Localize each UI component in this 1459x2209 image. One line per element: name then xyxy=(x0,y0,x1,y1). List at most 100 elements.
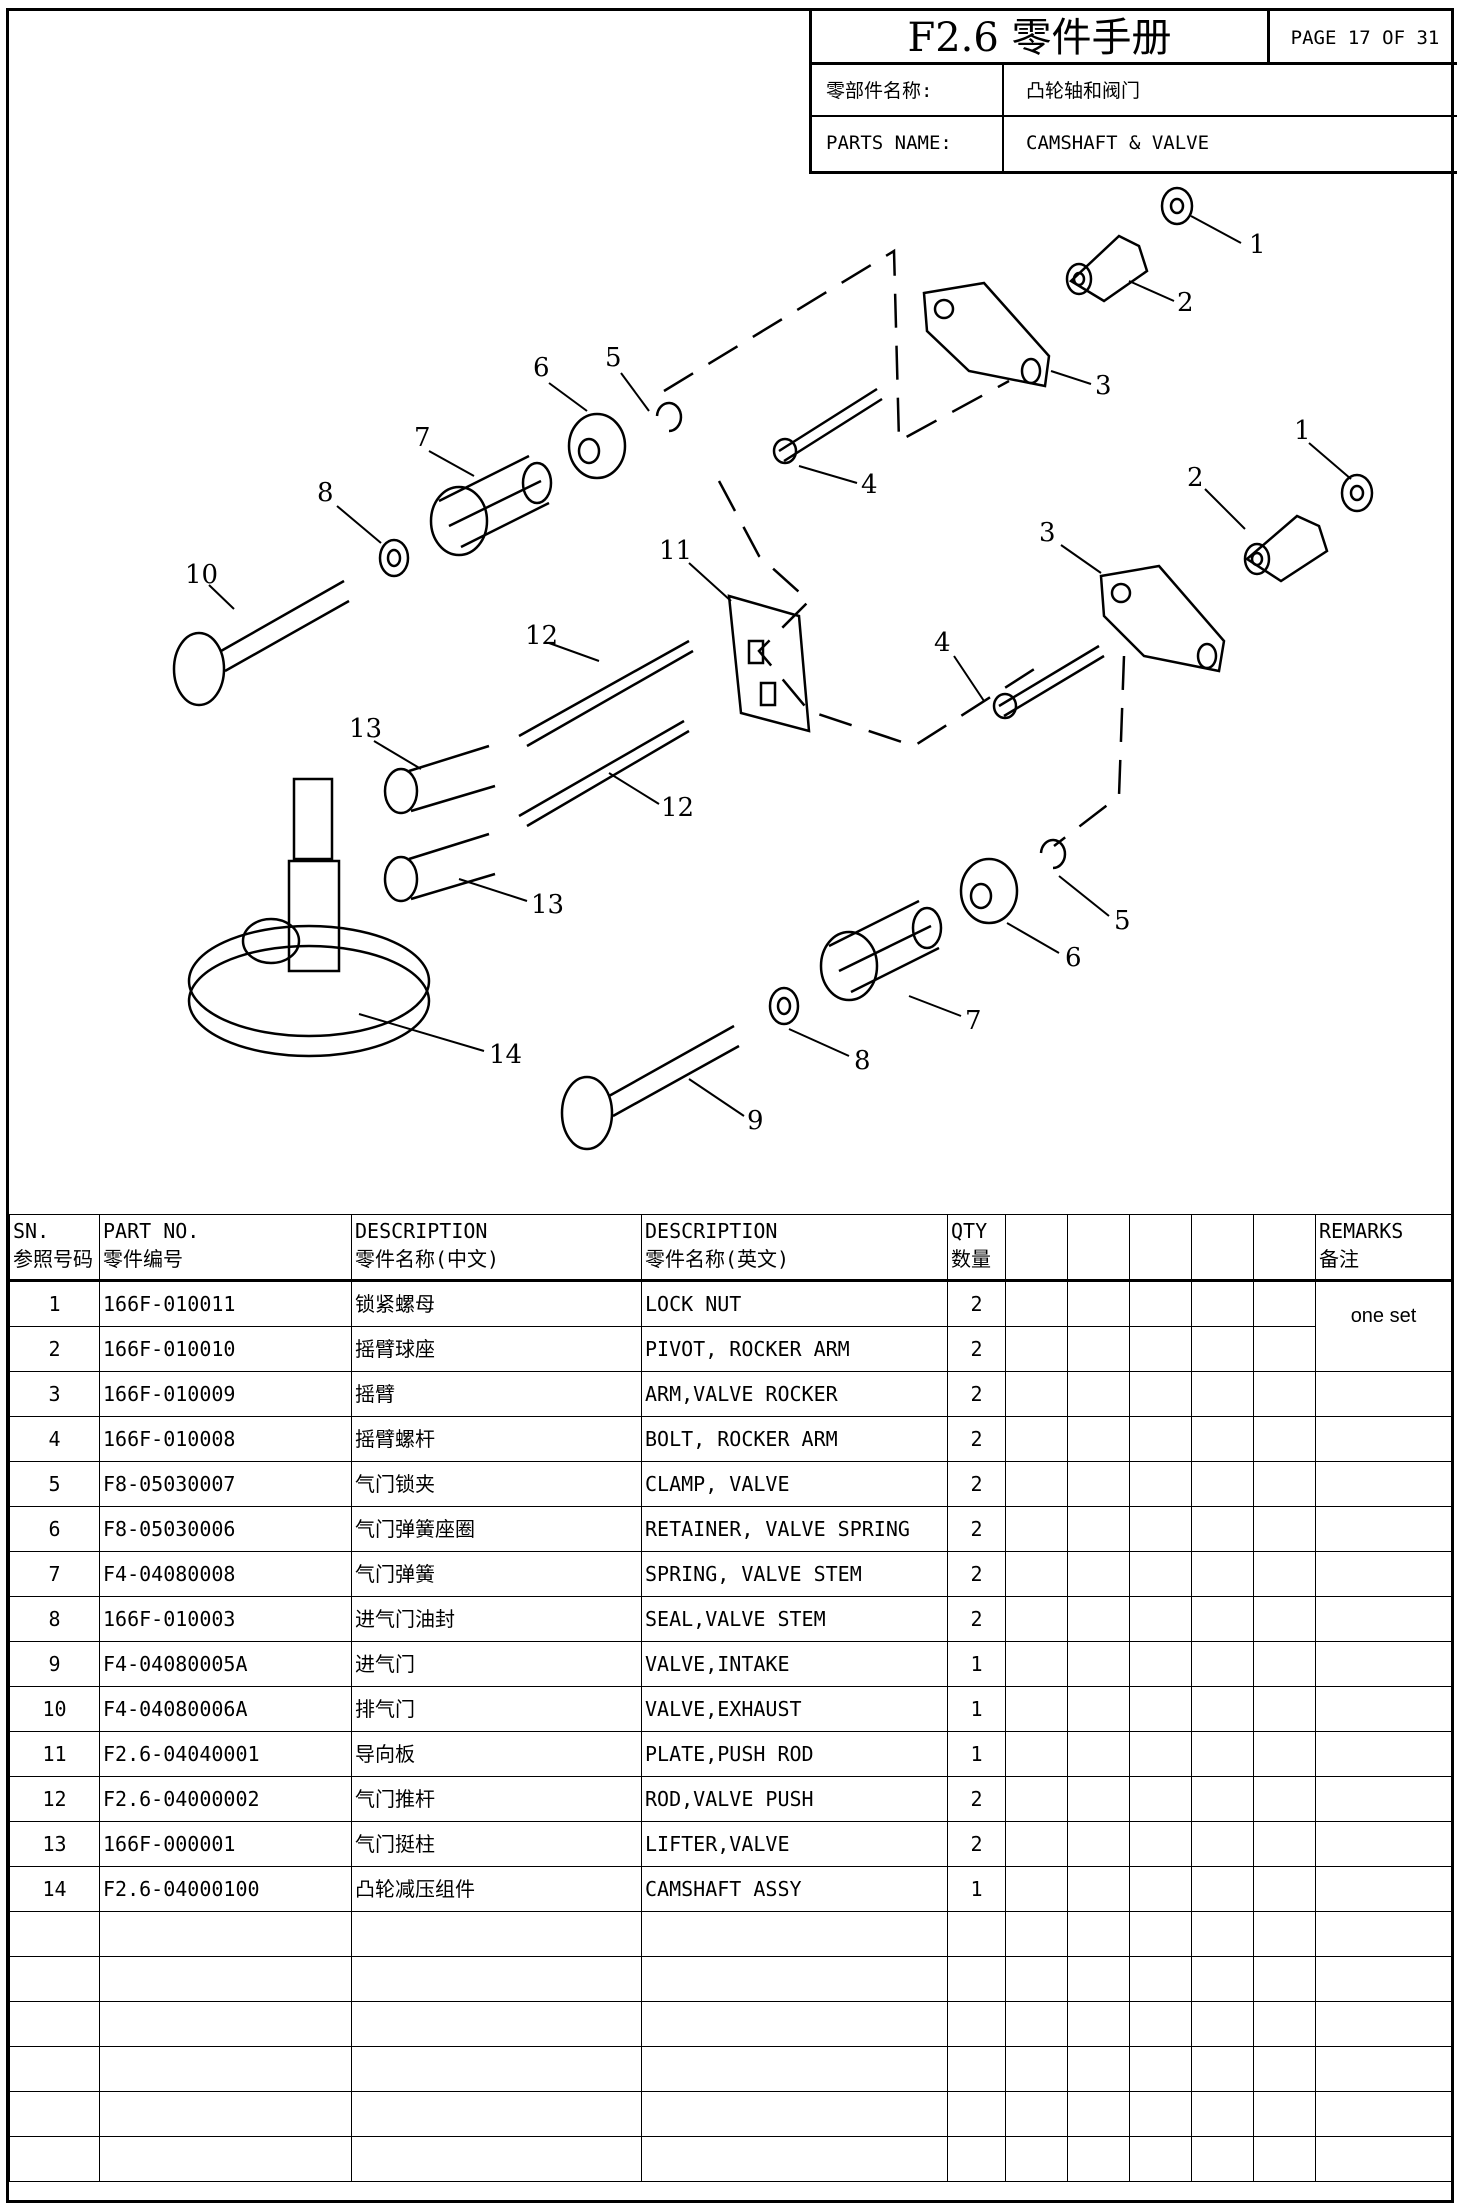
callout-label: 2 xyxy=(1177,288,1194,318)
remarks-cell xyxy=(1315,1461,1452,1507)
sn-cell: 12 xyxy=(9,1776,100,1822)
callout-label: 8 xyxy=(854,1046,871,1076)
desc-cn-cell xyxy=(351,2091,642,2137)
blank-cell xyxy=(1191,1506,1254,1552)
blank-cell xyxy=(1191,1641,1254,1687)
desc-cn-cell xyxy=(351,1911,642,1957)
blank-cell xyxy=(1129,1911,1192,1957)
qty-cell xyxy=(947,2136,1006,2182)
desc-en-cell: CAMSHAFT ASSY xyxy=(641,1866,948,1912)
blank-cell xyxy=(1191,2091,1254,2137)
qty-cell: 2 xyxy=(947,1326,1006,1372)
empty-table-row xyxy=(9,2136,1452,2182)
rocker-bolt-lower xyxy=(992,644,1105,720)
blank-cell xyxy=(1067,2136,1130,2182)
blank-cell xyxy=(1191,1326,1254,1372)
desc-cn-cell: 锁紧螺母 xyxy=(351,1280,642,1327)
qty-cell: 2 xyxy=(947,1776,1006,1822)
blank-cell xyxy=(1067,2091,1130,2137)
blank-cell xyxy=(1067,1416,1130,1462)
qty-cell: 2 xyxy=(947,1280,1006,1327)
blank-cell xyxy=(1129,1506,1192,1552)
qty-cell: 2 xyxy=(947,1416,1006,1462)
part-no-cell xyxy=(99,2001,352,2047)
sn-cell xyxy=(9,2136,100,2182)
header-blank xyxy=(1005,1214,1068,1281)
remarks-cell xyxy=(1315,1866,1452,1912)
header-blank xyxy=(1067,1214,1130,1281)
blank-cell xyxy=(1253,2136,1316,2182)
qty-cell: 1 xyxy=(947,1731,1006,1777)
parts-name-label-cn: 零部件名称: xyxy=(812,65,1004,115)
part-no-cell: F4-04080006A xyxy=(99,1686,352,1732)
desc-en-cell xyxy=(641,1956,948,2002)
callout-label: 7 xyxy=(414,423,431,453)
qty-cell: 1 xyxy=(947,1866,1006,1912)
desc-en-cell: SEAL,VALVE STEM xyxy=(641,1596,948,1642)
rocker-arm-upper xyxy=(922,281,1051,388)
blank-cell xyxy=(1067,1776,1130,1822)
blank-cell xyxy=(1253,2046,1316,2092)
sn-cell: 11 xyxy=(9,1731,100,1777)
empty-table-row xyxy=(9,2046,1452,2092)
part-no-cell: F8-05030006 xyxy=(99,1506,352,1552)
blank-cell xyxy=(1067,1731,1130,1777)
blank-cell xyxy=(1067,1461,1130,1507)
callout-label: 3 xyxy=(1095,371,1112,401)
part-no-cell xyxy=(99,2091,352,2137)
desc-cn-cell: 气门推杆 xyxy=(351,1776,642,1822)
desc-en-cell xyxy=(641,2136,948,2182)
qty-cell: 2 xyxy=(947,1551,1006,1597)
part-no-cell: F4-04080005A xyxy=(99,1641,352,1687)
blank-cell xyxy=(1253,1731,1316,1777)
blank-cell xyxy=(1191,1461,1254,1507)
blank-cell xyxy=(1005,2136,1068,2182)
blank-cell xyxy=(1129,2091,1192,2137)
blank-cell xyxy=(1067,1821,1130,1867)
blank-cell xyxy=(1067,2046,1130,2092)
callout-label: 13 xyxy=(349,714,382,744)
blank-cell xyxy=(1253,1280,1316,1327)
callout-label: 3 xyxy=(1039,518,1056,548)
desc-cn-cell: 进气门油封 xyxy=(351,1596,642,1642)
blank-cell xyxy=(1129,1866,1192,1912)
blank-cell xyxy=(1129,1280,1192,1327)
blank-cell xyxy=(1005,1911,1068,1957)
push-rod-plate xyxy=(727,594,811,733)
empty-table-row xyxy=(9,2001,1452,2047)
desc-en-cell: RETAINER, VALVE SPRING xyxy=(641,1506,948,1552)
push-rods xyxy=(518,639,694,828)
spring-retainer-lower xyxy=(959,857,1019,925)
blank-cell xyxy=(1129,2001,1192,2047)
blank-cell xyxy=(1067,1596,1130,1642)
desc-en-cell: ARM,VALVE ROCKER xyxy=(641,1371,948,1417)
qty-cell: 2 xyxy=(947,1596,1006,1642)
remarks-cell xyxy=(1315,2001,1452,2047)
sn-cell xyxy=(9,2046,100,2092)
remarks-cell xyxy=(1315,2046,1452,2092)
qty-cell xyxy=(947,2001,1006,2047)
lock-nut-lower xyxy=(1340,473,1374,513)
blank-cell xyxy=(1005,1326,1068,1372)
blank-cell xyxy=(1191,1596,1254,1642)
blank-cell xyxy=(1067,2001,1130,2047)
remarks-cell xyxy=(1315,1731,1452,1777)
part-no-cell: F2.6-04040001 xyxy=(99,1731,352,1777)
blank-cell xyxy=(1253,1416,1316,1462)
desc-cn-cell: 气门弹簧 xyxy=(351,1551,642,1597)
empty-table-row xyxy=(9,1956,1452,2002)
header-blank xyxy=(1253,1214,1316,1281)
blank-cell xyxy=(1129,1821,1192,1867)
part-no-cell: 166F-010003 xyxy=(99,1596,352,1642)
blank-cell xyxy=(1005,1776,1068,1822)
blank-cell xyxy=(1067,1371,1130,1417)
qty-cell: 2 xyxy=(947,1506,1006,1552)
blank-cell xyxy=(1253,1641,1316,1687)
qty-cell: 1 xyxy=(947,1686,1006,1732)
rocker-pivot-upper xyxy=(1065,234,1149,303)
header-part-no: PART NO.零件编号 xyxy=(99,1214,352,1281)
